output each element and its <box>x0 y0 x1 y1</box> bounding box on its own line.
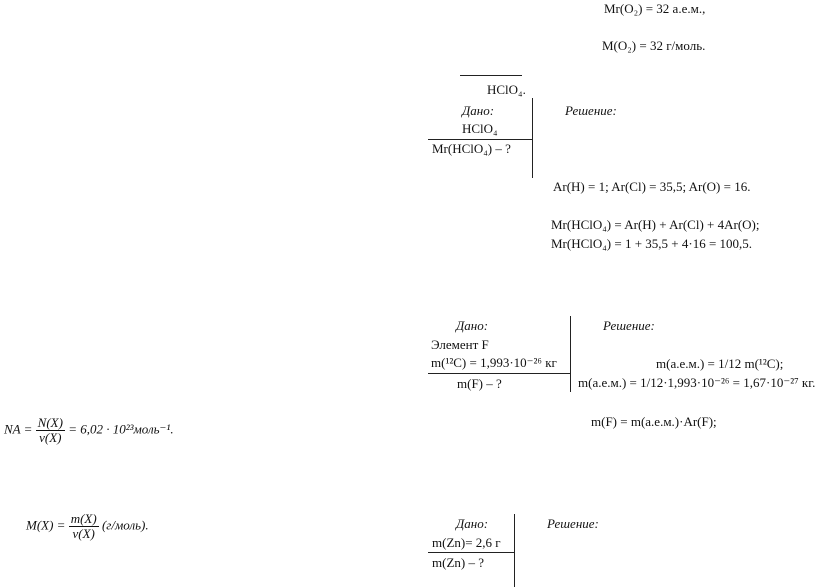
problem-1-solution-line-3: Mr(HClO₄) = 1 + 35,5 + 4·16 = 100,5. <box>551 236 753 251</box>
problem-2-solution-label: Решение: <box>603 318 655 333</box>
avogadro-numerator: N(X) <box>35 415 65 431</box>
formula-molar-mass-o2: M(O₂) = 32 г/моль. <box>602 38 706 53</box>
molar-mass-numerator: m(X) <box>68 511 99 527</box>
problem-2-solution-line-1: m(а.е.м.) = 1/12 m(¹²C); <box>656 356 784 371</box>
problem-2-given-label: Дано: <box>456 318 489 333</box>
avogadro-rhs: = 6,02 · 10²³моль⁻¹. <box>68 421 174 437</box>
avogadro-denominator: ν(X) <box>39 430 62 445</box>
problem-2-given-line-1: Элемент F <box>431 337 489 352</box>
problem-3-given-label: Дано: <box>456 516 489 531</box>
problem-2-divider <box>428 373 571 374</box>
formula-molar-mass: M(X) = m(X) ν(X) (г/моль). <box>26 512 149 541</box>
problem-2-find: m(F) – ? <box>457 376 502 391</box>
molar-mass-fraction: m(X) ν(X) <box>68 511 99 541</box>
problem-3-find: m(Zn) – ? <box>432 555 484 570</box>
problem-3-given-value: m(Zn)= 2,6 г <box>432 535 501 550</box>
formula-avogadro: NA = N(X) ν(X) = 6,02 · 10²³моль⁻¹. <box>4 416 174 445</box>
problem-2-solution-line-2: m(а.е.м.) = 1/12·1,993·10⁻²⁶ = 1,67·10⁻²… <box>578 375 816 390</box>
molar-mass-denominator: ν(X) <box>72 526 95 541</box>
formula-relative-mass-o2: Mr(O₂) = 32 а.е.м., <box>604 1 706 16</box>
problem-3-divider <box>428 552 515 553</box>
problem-1-separator <box>532 98 533 178</box>
problem-1-given-value: HClO₄ <box>462 121 498 136</box>
problem-1-title: HClO₄. <box>487 82 526 97</box>
problem-1-find: Mr(HClO₄) – ? <box>432 141 511 156</box>
problem-2-given-line-2: m(¹²C) = 1,993·10⁻²⁶ кг <box>431 355 557 370</box>
problem-2-separator <box>570 316 571 392</box>
problem-1-solution-label: Решение: <box>565 103 617 118</box>
avogadro-fraction: N(X) ν(X) <box>35 415 65 445</box>
problem-3-separator <box>514 514 515 587</box>
problem-1-given-label: Дано: <box>462 103 495 118</box>
problem-1-solution-line-1: Ar(H) = 1; Ar(Cl) = 35,5; Ar(O) = 16. <box>553 179 751 194</box>
molar-mass-rhs: (г/моль). <box>101 517 149 533</box>
problem-2-solution-line-3: m(F) = m(а.е.м.)·Ar(F); <box>591 414 717 429</box>
problem-1-solution-line-2: Mr(HClO₄) = Ar(H) + Ar(Cl) + 4Ar(O); <box>551 217 760 232</box>
avogadro-lhs: NA = <box>4 421 33 437</box>
problem-1-divider <box>428 139 533 140</box>
problem-3-solution-label: Решение: <box>547 516 599 531</box>
molar-mass-lhs: M(X) = <box>26 517 66 533</box>
title-overline <box>460 75 522 76</box>
